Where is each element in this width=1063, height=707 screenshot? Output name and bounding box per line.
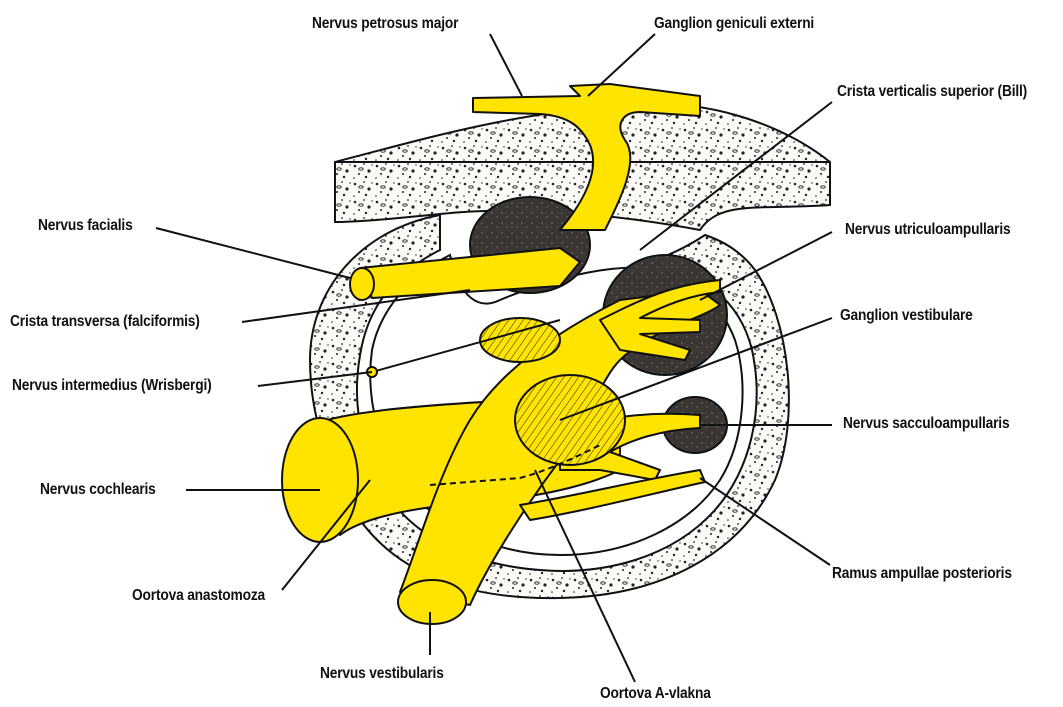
label-vestibularis: Nervus vestibularis: [320, 664, 444, 684]
label-crista-transversa: Crista transversa (falciformis): [10, 312, 200, 332]
label-oortova-anastomoza: Oortova anastomoza: [132, 586, 265, 606]
cochlear-nerve-end: [282, 418, 358, 542]
ganglion-hatch: [515, 375, 625, 465]
label-crista-verticalis: Crista verticalis superior (Bill): [837, 82, 1027, 102]
label-petrosus-major: Nervus petrosus major: [312, 14, 458, 34]
upper-ganglion-hatch: [480, 318, 560, 362]
label-ganglion-geniculi: Ganglion geniculi externi: [654, 14, 814, 34]
label-cochlearis: Nervus cochlearis: [40, 480, 156, 500]
label-ampullae-posterioris: Ramus ampullae posterioris: [832, 564, 1012, 584]
label-intermedius: Nervus intermedius (Wrisbergi): [12, 376, 212, 396]
label-utriculoampullaris: Nervus utriculoampullaris: [845, 220, 1010, 240]
leader-facialis: [156, 228, 350, 278]
leader-petrosus-major: [490, 34, 522, 96]
label-facialis: Nervus facialis: [38, 216, 133, 236]
label-ganglion-vestibulare: Ganglion vestibulare: [840, 306, 973, 326]
facial-nerve-end: [350, 268, 374, 300]
label-oortova-a-vlakna: Oortova A-vlakna: [600, 684, 711, 704]
label-sacculoampullaris: Nervus sacculoampullaris: [843, 414, 1009, 434]
vestibular-nerve-end: [398, 580, 466, 624]
